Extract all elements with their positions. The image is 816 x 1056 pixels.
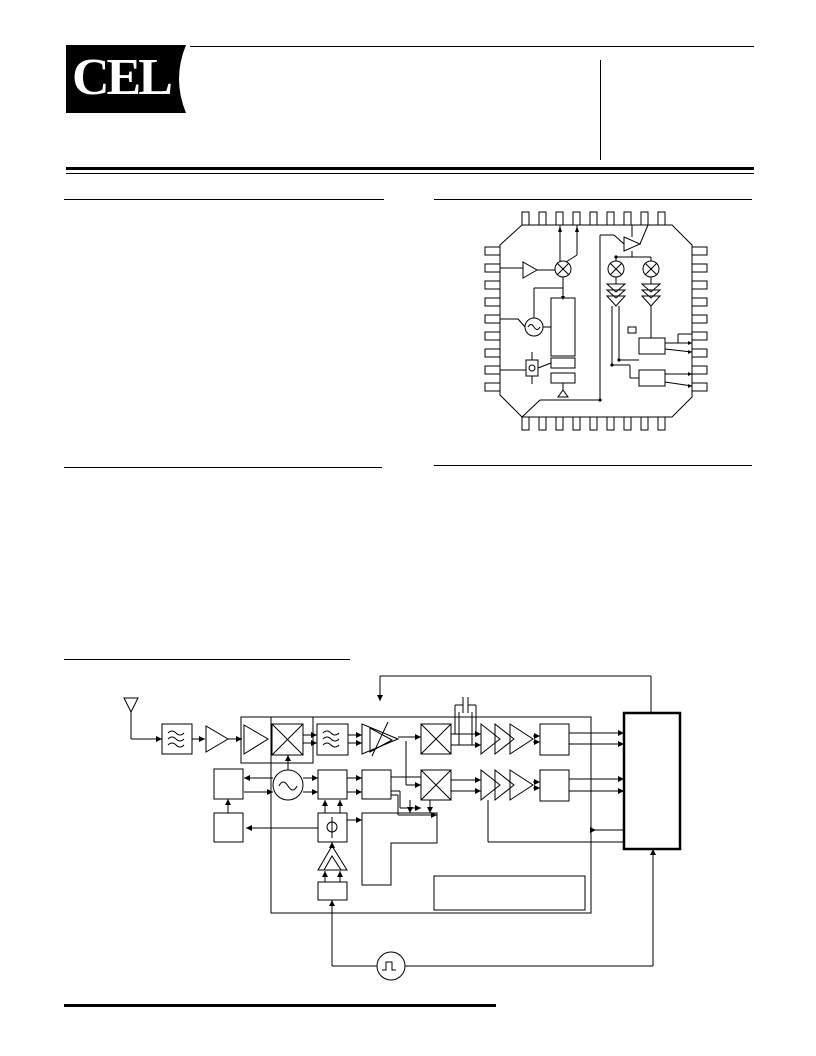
adc-block-2 [638, 369, 666, 387]
reference-divider [317, 881, 348, 901]
section-rule-left-top [64, 199, 384, 200]
vco-symbol [272, 769, 304, 801]
ic-package-body [499, 224, 693, 418]
divider-block-2 [361, 769, 392, 800]
section-rule-right-top [434, 199, 752, 200]
bottom-pins [521, 416, 666, 431]
lna-amp [205, 725, 229, 753]
block-diagram [123, 675, 682, 981]
external-block-1 [213, 768, 244, 800]
pll-amp [317, 845, 348, 871]
section-rule-left-mid [64, 467, 382, 468]
q-baseband-amps [509, 769, 534, 801]
lna-symbol [522, 261, 539, 279]
bandpass-filter-1 [161, 723, 193, 755]
phase-block [525, 359, 539, 377]
section-rule-right-mid [434, 465, 752, 466]
small-block [627, 326, 637, 334]
buffer-amp [623, 236, 642, 252]
header-bottom-rule-thick [66, 167, 754, 170]
i-baseband-amps [509, 723, 534, 755]
antenna-icon [123, 697, 139, 714]
rf-amp [243, 724, 269, 755]
external-block-2 [213, 812, 244, 843]
cel-logo-text: CEL [72, 49, 173, 106]
legend-box [433, 875, 586, 911]
i-output-block [539, 723, 570, 756]
cel-logo [66, 45, 186, 113]
if-sub-block-1 [550, 357, 576, 369]
if-sub-block-2 [550, 372, 576, 384]
baseband-processor [622, 711, 682, 851]
ic-boundary [270, 716, 592, 914]
q-mixer [420, 769, 452, 801]
bandpass-filter-2 [316, 723, 349, 756]
divider-block-1 [317, 769, 348, 800]
q-output-block [539, 769, 570, 802]
top-pins [521, 211, 666, 226]
if-block [550, 297, 576, 357]
ic-pin-diagram [484, 211, 708, 431]
right-pins [691, 246, 708, 392]
header-bottom-rule-thin [66, 173, 754, 174]
left-pins [484, 246, 501, 392]
adc-block-1 [638, 337, 666, 355]
i-mixer [420, 723, 452, 755]
header-top-rule [190, 46, 754, 47]
control-logic [361, 812, 438, 886]
reference-oscillator [376, 951, 406, 981]
footer-rule [64, 1004, 496, 1007]
small-amp [557, 389, 569, 398]
section-rule-block-diagram [64, 659, 350, 660]
header-vertical-divider [600, 60, 601, 160]
